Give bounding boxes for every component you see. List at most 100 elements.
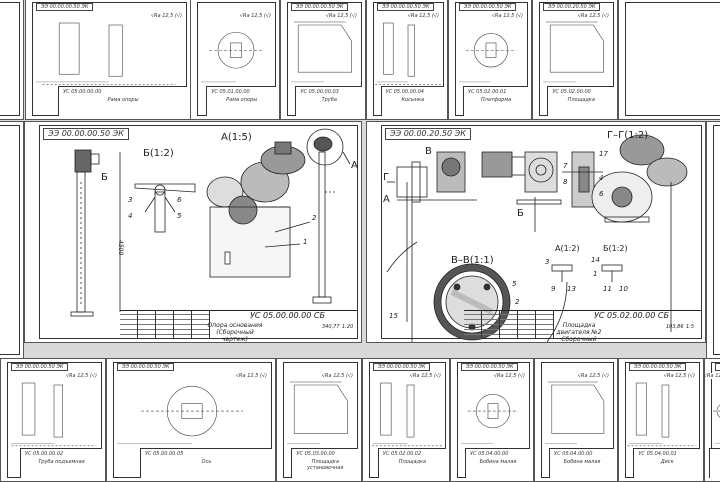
callout-b: Б bbox=[101, 172, 108, 183]
roughness-symbol: √Ra 12,5 (√) bbox=[407, 13, 439, 19]
callout-v: В bbox=[425, 146, 432, 157]
position-number: 2 bbox=[312, 214, 317, 222]
detail-sheet[interactable]: ЭЭ 00.00.00.50 ЭК √Ra 12,5 (√) УС 05.02.00… bbox=[362, 358, 450, 482]
title-name: Труба bbox=[321, 97, 337, 104]
sheet-frame bbox=[0, 2, 20, 116]
title-name: Бобина малая bbox=[479, 458, 517, 465]
doc-code-stamp: ЭЭ 00.00.00.50 ЭК bbox=[377, 3, 435, 11]
position-number: 15 bbox=[389, 312, 398, 320]
title-code: УС 05.02.00.00 bbox=[552, 89, 591, 96]
roughness-symbol: √Ra 12,5 (√) bbox=[493, 373, 525, 379]
title-code: УС 05.03.00.00 bbox=[296, 450, 335, 457]
title-name: Площадка двигателя №2 Сборочный чертеж bbox=[556, 322, 602, 343]
main-sheet-support-assembly[interactable]: ЭЭ 00.00.00.50 ЭК 4500 А(1:5) Б(1:2) Б А… bbox=[24, 121, 362, 343]
title-name: Труба подъемная bbox=[38, 458, 85, 465]
section-label-vv: В–В(1:1) bbox=[451, 255, 494, 266]
detail-sheet[interactable]: ЭЭ 00.00.00.50 ЭК√Ra 12,5 (√)УС 05.00.00… bbox=[106, 358, 276, 482]
doc-code-stamp: ЭЭ 00.00.00.50 ЭК bbox=[459, 3, 517, 11]
detail-sheet[interactable]: ЭЭ 00.00.00.50 ЭК√Ra 12,5 (√)УС 05.00.00… bbox=[0, 358, 106, 482]
doc-code-stamp: ЭЭ 00.00.00.50 ЭК bbox=[715, 363, 720, 371]
title-code: УС 05.00.00.00 СБ bbox=[250, 311, 325, 320]
position-number: 1 bbox=[303, 238, 308, 246]
position-number: 7 bbox=[563, 162, 568, 170]
title-code: УС 05.00.00.00 bbox=[63, 89, 102, 96]
main-sheet-motor-platform-assembly[interactable]: ЭЭ 00.00.20.50 ЭК Г–Г(1:2) В–В(1:1) А(1:… bbox=[366, 121, 706, 343]
view-label-b: Б(1:2) bbox=[603, 244, 628, 253]
detail-sheet[interactable]: ЭЭ 00.00.00.50 ЭК√Ra 12,5 (√)УС 05.00.00… bbox=[25, 0, 191, 120]
detail-sheet[interactable]: ЭЭ 00.00.20.50 ЭК √Ra 12,5 (√) УС 05.02.00… bbox=[532, 0, 618, 120]
sheet-frame bbox=[713, 125, 720, 355]
detail-sheet[interactable]: ЭЭ 00.00.00.50 ЭК√Ra 12,5 (√)УС 05.00.00… bbox=[280, 0, 366, 120]
title-name: Рама опоры bbox=[226, 97, 258, 104]
detail-sheet[interactable]: ЭЭ 00.00.00.50 ЭК √Ra 12,5 (√) УС 05.00.00… bbox=[366, 0, 448, 120]
roughness-symbol: √Ra 12,5 (√) bbox=[325, 13, 357, 19]
section-label-gg: Г–Г(1:2) bbox=[607, 130, 649, 141]
position-number: 11 bbox=[603, 285, 612, 293]
position-number: 13 bbox=[567, 285, 576, 293]
position-number: 10 bbox=[619, 285, 628, 293]
part-drawing bbox=[545, 381, 605, 444]
part-drawing bbox=[461, 393, 519, 444]
roughness-symbol: √Ra 12,5 (√) bbox=[577, 13, 609, 19]
detail-sheet[interactable]: ЭЭ 00.00.00.50 ЭК √Ra 12,5 (√) УС 05.04.00… bbox=[450, 358, 534, 482]
revision-grid bbox=[120, 310, 210, 339]
roughness-symbol: √Ra 12,5 (√) bbox=[491, 13, 523, 19]
title-code: УС 05.02.00.00 СБ bbox=[594, 311, 669, 320]
detail-sheet[interactable]: ЭЭ 00.00.00.50 ЭК √Ra 12,5 (√) bbox=[704, 358, 720, 482]
part-drawing bbox=[459, 33, 517, 83]
doc-code-stamp: ЭЭ 00.00.00.50 ЭК bbox=[461, 363, 519, 371]
roughness-symbol: √Ra 12,5 (√) bbox=[65, 373, 97, 379]
title-code: УС 05.00.00.03 bbox=[300, 89, 339, 96]
position-number: 3 bbox=[545, 258, 550, 266]
position-number: 17 bbox=[599, 150, 608, 158]
sheet-frame bbox=[625, 2, 720, 116]
part-drawing bbox=[201, 31, 263, 83]
roughness-symbol: √Ra 12,5 (√) bbox=[321, 373, 353, 379]
title-block: УС 05.00.00.00 СБ Опора основания (Сборо… bbox=[120, 310, 358, 342]
title-name: Площадка bbox=[398, 458, 427, 465]
doc-code-stamp: ЭЭ 00.00.00.50 ЭК bbox=[36, 3, 94, 11]
title-name: Площадка bbox=[567, 97, 595, 104]
roughness-symbol: √Ra 12,5 (√) bbox=[409, 373, 441, 379]
view-label-a: А(1:5) bbox=[221, 132, 252, 143]
doc-code-stamp: ЭЭ 00.00.00.50 ЭК bbox=[117, 363, 175, 371]
partial-sheet bbox=[618, 0, 720, 120]
doc-code-stamp: ЭЭ 00.00.20.50 ЭК bbox=[385, 128, 471, 140]
doc-code-stamp: ЭЭ 00.00.20.50 ЭК bbox=[543, 3, 601, 11]
title-code: УС 05.00.00.04 bbox=[385, 89, 424, 96]
detail-sheet[interactable]: ЭЭ 00.00.00.50 ЭК√Ra 12,5 (√)УС 05.04.00… bbox=[618, 358, 704, 482]
roughness-symbol: √Ra 12,5 (√) bbox=[705, 373, 720, 379]
title-name: Диск bbox=[660, 458, 674, 465]
position-number: 5 bbox=[177, 212, 182, 220]
title-name: Площадка установочная bbox=[307, 458, 344, 471]
title-code: УС 05.01.00.00 bbox=[211, 89, 250, 96]
view-label-b: Б(1:2) bbox=[143, 148, 174, 159]
scale-value: 1:5 bbox=[686, 324, 695, 330]
title-block: УС 05.02.00.00 СБ Площадка двигателя №2 … bbox=[464, 310, 702, 342]
position-number: 4 bbox=[599, 174, 604, 182]
position-number: 6 bbox=[177, 196, 182, 204]
part-drawing bbox=[375, 22, 441, 85]
part-drawing bbox=[371, 382, 443, 447]
title-name: Бобина малая bbox=[563, 458, 601, 465]
title-name: Ось bbox=[201, 458, 212, 465]
title-code: УС 05.02.00.02 bbox=[382, 450, 422, 457]
mass-value: 103,86 bbox=[666, 324, 684, 330]
title-name: Рама опоры bbox=[107, 97, 139, 104]
title-code: УС 05.04.00.00 bbox=[554, 450, 593, 457]
revision-grid bbox=[464, 310, 554, 339]
detail-sheet[interactable]: ЭЭ 00.00.00.50 ЭК√Ra 12,5 (√)УС 05.02.00… bbox=[448, 0, 532, 120]
doc-code-stamp: ЭЭ 00.00.00.50 ЭК bbox=[373, 363, 431, 371]
part-drawing bbox=[543, 21, 604, 83]
position-number: 14 bbox=[591, 256, 600, 264]
roughness-symbol: √Ra 12,5 (√) bbox=[235, 373, 267, 379]
